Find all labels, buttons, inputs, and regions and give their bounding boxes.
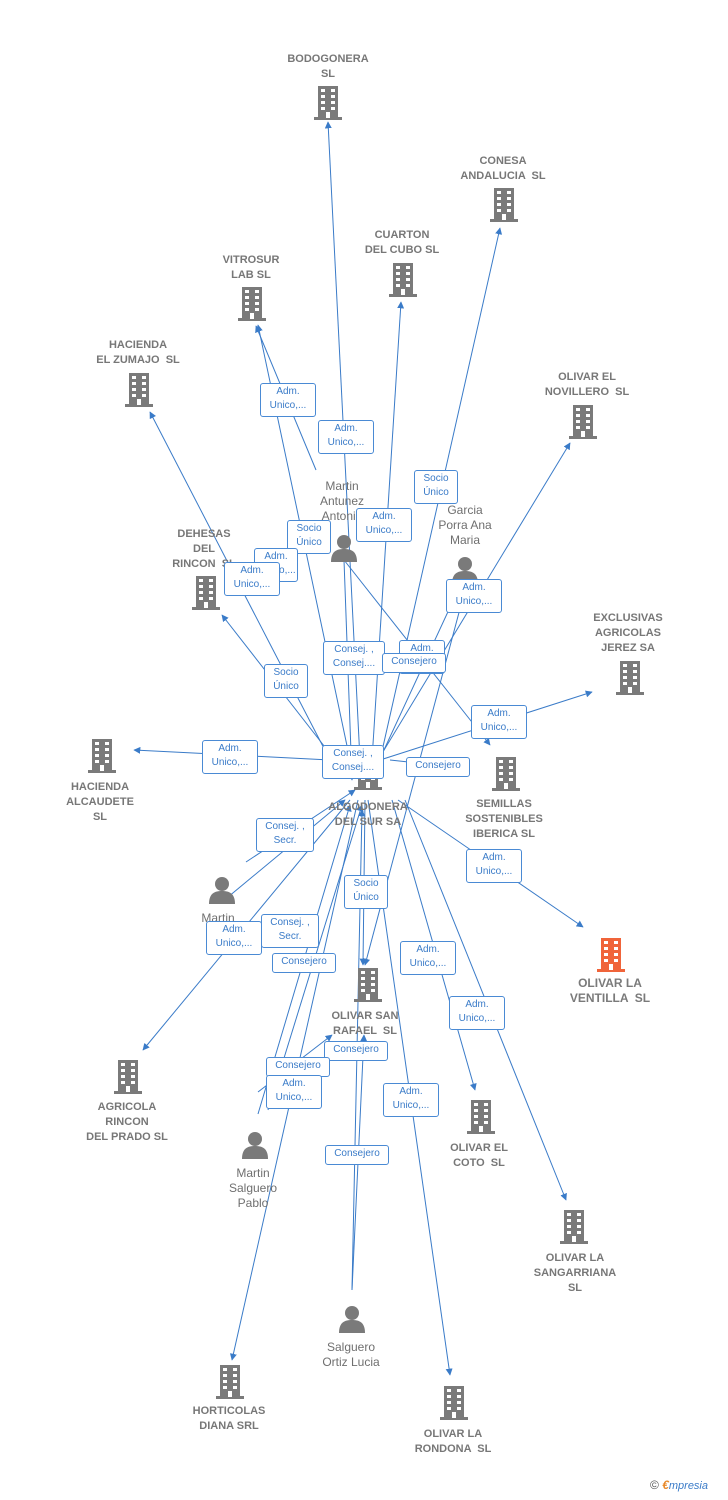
company-label-conesa[interactable]: CONESA ANDALUCIA SL — [460, 155, 546, 182]
person-icon[interactable] — [242, 1132, 268, 1159]
building-icon[interactable] — [492, 757, 520, 791]
company-label-zumajo[interactable]: HACIENDA EL ZUMAJO SL — [96, 339, 180, 366]
brand-e: € — [662, 1478, 669, 1492]
building-icon[interactable] — [616, 661, 644, 695]
person-icon[interactable] — [339, 1306, 365, 1333]
edge-label[interactable]: Adm. Unico,... — [383, 1083, 439, 1117]
edge-label[interactable]: Consej. , Consej.... — [323, 641, 385, 675]
edge-label[interactable]: Consejero — [266, 1057, 330, 1077]
edge-label[interactable]: Socio Único — [344, 875, 388, 909]
building-icon[interactable] — [597, 938, 625, 972]
edge-label[interactable]: Consej. , Secr. — [261, 914, 319, 948]
building-icon[interactable] — [569, 405, 597, 439]
company-label-sangarriana[interactable]: OLIVAR LA SANGARRIANA SL — [533, 1252, 617, 1294]
building-icon[interactable] — [88, 739, 116, 773]
edge-label[interactable]: Adm. Unico,... — [471, 705, 527, 739]
edge-label[interactable]: Consejero — [324, 1041, 388, 1061]
edge-label[interactable]: Adm. Unico,... — [466, 849, 522, 883]
company-label-algodonera[interactable]: ALGODONERA DEL SUR SA — [328, 801, 408, 828]
building-icon[interactable] — [440, 1386, 468, 1420]
person-label-lucia[interactable]: Salguero Ortiz Lucia — [322, 1340, 380, 1369]
company-label-vitrosur[interactable]: VITROSUR LAB SL — [222, 254, 280, 281]
edge-label[interactable]: Adm. Unico,... — [318, 420, 374, 454]
building-icon[interactable] — [192, 576, 220, 610]
edge-label[interactable]: Consejero — [272, 953, 336, 973]
edge-label[interactable]: Adm. Unico,... — [356, 508, 412, 542]
company-label-semillas[interactable]: SEMILLAS SOSTENIBLES IBERICA SL — [465, 798, 543, 840]
company-label-agricola[interactable]: AGRICOLA RINCON DEL PRADO SL — [86, 1101, 168, 1143]
edge-label[interactable]: Adm. Unico,... — [202, 740, 258, 774]
company-label-bodogonera[interactable]: BODOGONERA SL — [287, 53, 369, 80]
building-icon[interactable] — [216, 1365, 244, 1399]
building-icon[interactable] — [490, 188, 518, 222]
company-label-cuarton[interactable]: CUARTON DEL CUBO SL — [364, 229, 440, 256]
building-icon[interactable] — [238, 287, 266, 321]
person-icon[interactable] — [209, 877, 235, 904]
empresia-brand[interactable]: © €mpresia — [650, 1478, 708, 1492]
building-icon[interactable] — [467, 1100, 495, 1134]
copyright-symbol: © — [650, 1478, 659, 1492]
company-label-coto[interactable]: OLIVAR EL COTO SL — [450, 1142, 508, 1169]
edge-label[interactable]: Consej. , Secr. — [256, 818, 314, 852]
edge-label[interactable]: Consej. , Consej.... — [322, 745, 384, 779]
person-label-pablo[interactable]: Martin Salguero Pablo — [228, 1166, 278, 1210]
company-label-horticolas[interactable]: HORTICOLAS DIANA SRL — [192, 1405, 266, 1432]
brand-text: mpresia — [668, 1480, 708, 1492]
edge-label[interactable]: Adm. Unico,... — [206, 921, 262, 955]
building-icon[interactable] — [389, 263, 417, 297]
edge-label[interactable]: Adm. Unico,... — [260, 383, 316, 417]
building-icon[interactable] — [354, 968, 382, 1002]
building-icon[interactable] — [314, 86, 342, 120]
building-icon[interactable] — [125, 373, 153, 407]
company-label-dehesas[interactable]: DEHESAS DEL RINCON SL — [172, 528, 236, 570]
person-label-antonio[interactable]: Martin Antunez Antonio — [319, 479, 365, 523]
company-label-ventilla[interactable]: OLIVAR LA VENTILLA SL — [569, 976, 651, 1005]
person-label-garcia[interactable]: Garcia Porra Ana Maria — [438, 503, 492, 547]
company-label-novillero[interactable]: OLIVAR EL NOVILLERO SL — [544, 371, 630, 398]
edge-label[interactable]: Consejero — [382, 653, 446, 673]
edge-label[interactable]: Adm. Unico,... — [266, 1075, 322, 1109]
edge-label[interactable]: Adm. Unico,... — [449, 996, 505, 1030]
edge-label[interactable]: Adm. Unico,... — [400, 941, 456, 975]
building-icon[interactable] — [560, 1210, 588, 1244]
person-icon[interactable] — [331, 535, 357, 562]
company-label-sanrafael[interactable]: OLIVAR SAN RAFAEL SL — [331, 1010, 399, 1037]
company-label-alcaudete[interactable]: HACIENDA ALCAUDETE SL — [66, 781, 134, 823]
edge-label[interactable]: Socio Único — [264, 664, 308, 698]
edge-label[interactable]: Consejero — [406, 757, 470, 777]
building-icon[interactable] — [114, 1060, 142, 1094]
company-label-exclusivas[interactable]: EXCLUSIVAS AGRICOLAS JEREZ SA — [593, 612, 663, 654]
company-label-rondona[interactable]: OLIVAR LA RONDONA SL — [414, 1428, 492, 1455]
edge-label[interactable]: Adm. Unico,... — [446, 579, 502, 613]
edge-label[interactable]: Adm. Unico,... — [224, 562, 280, 596]
edge-label[interactable]: Consejero — [325, 1145, 389, 1165]
edge-label[interactable]: Socio Único — [414, 470, 458, 504]
